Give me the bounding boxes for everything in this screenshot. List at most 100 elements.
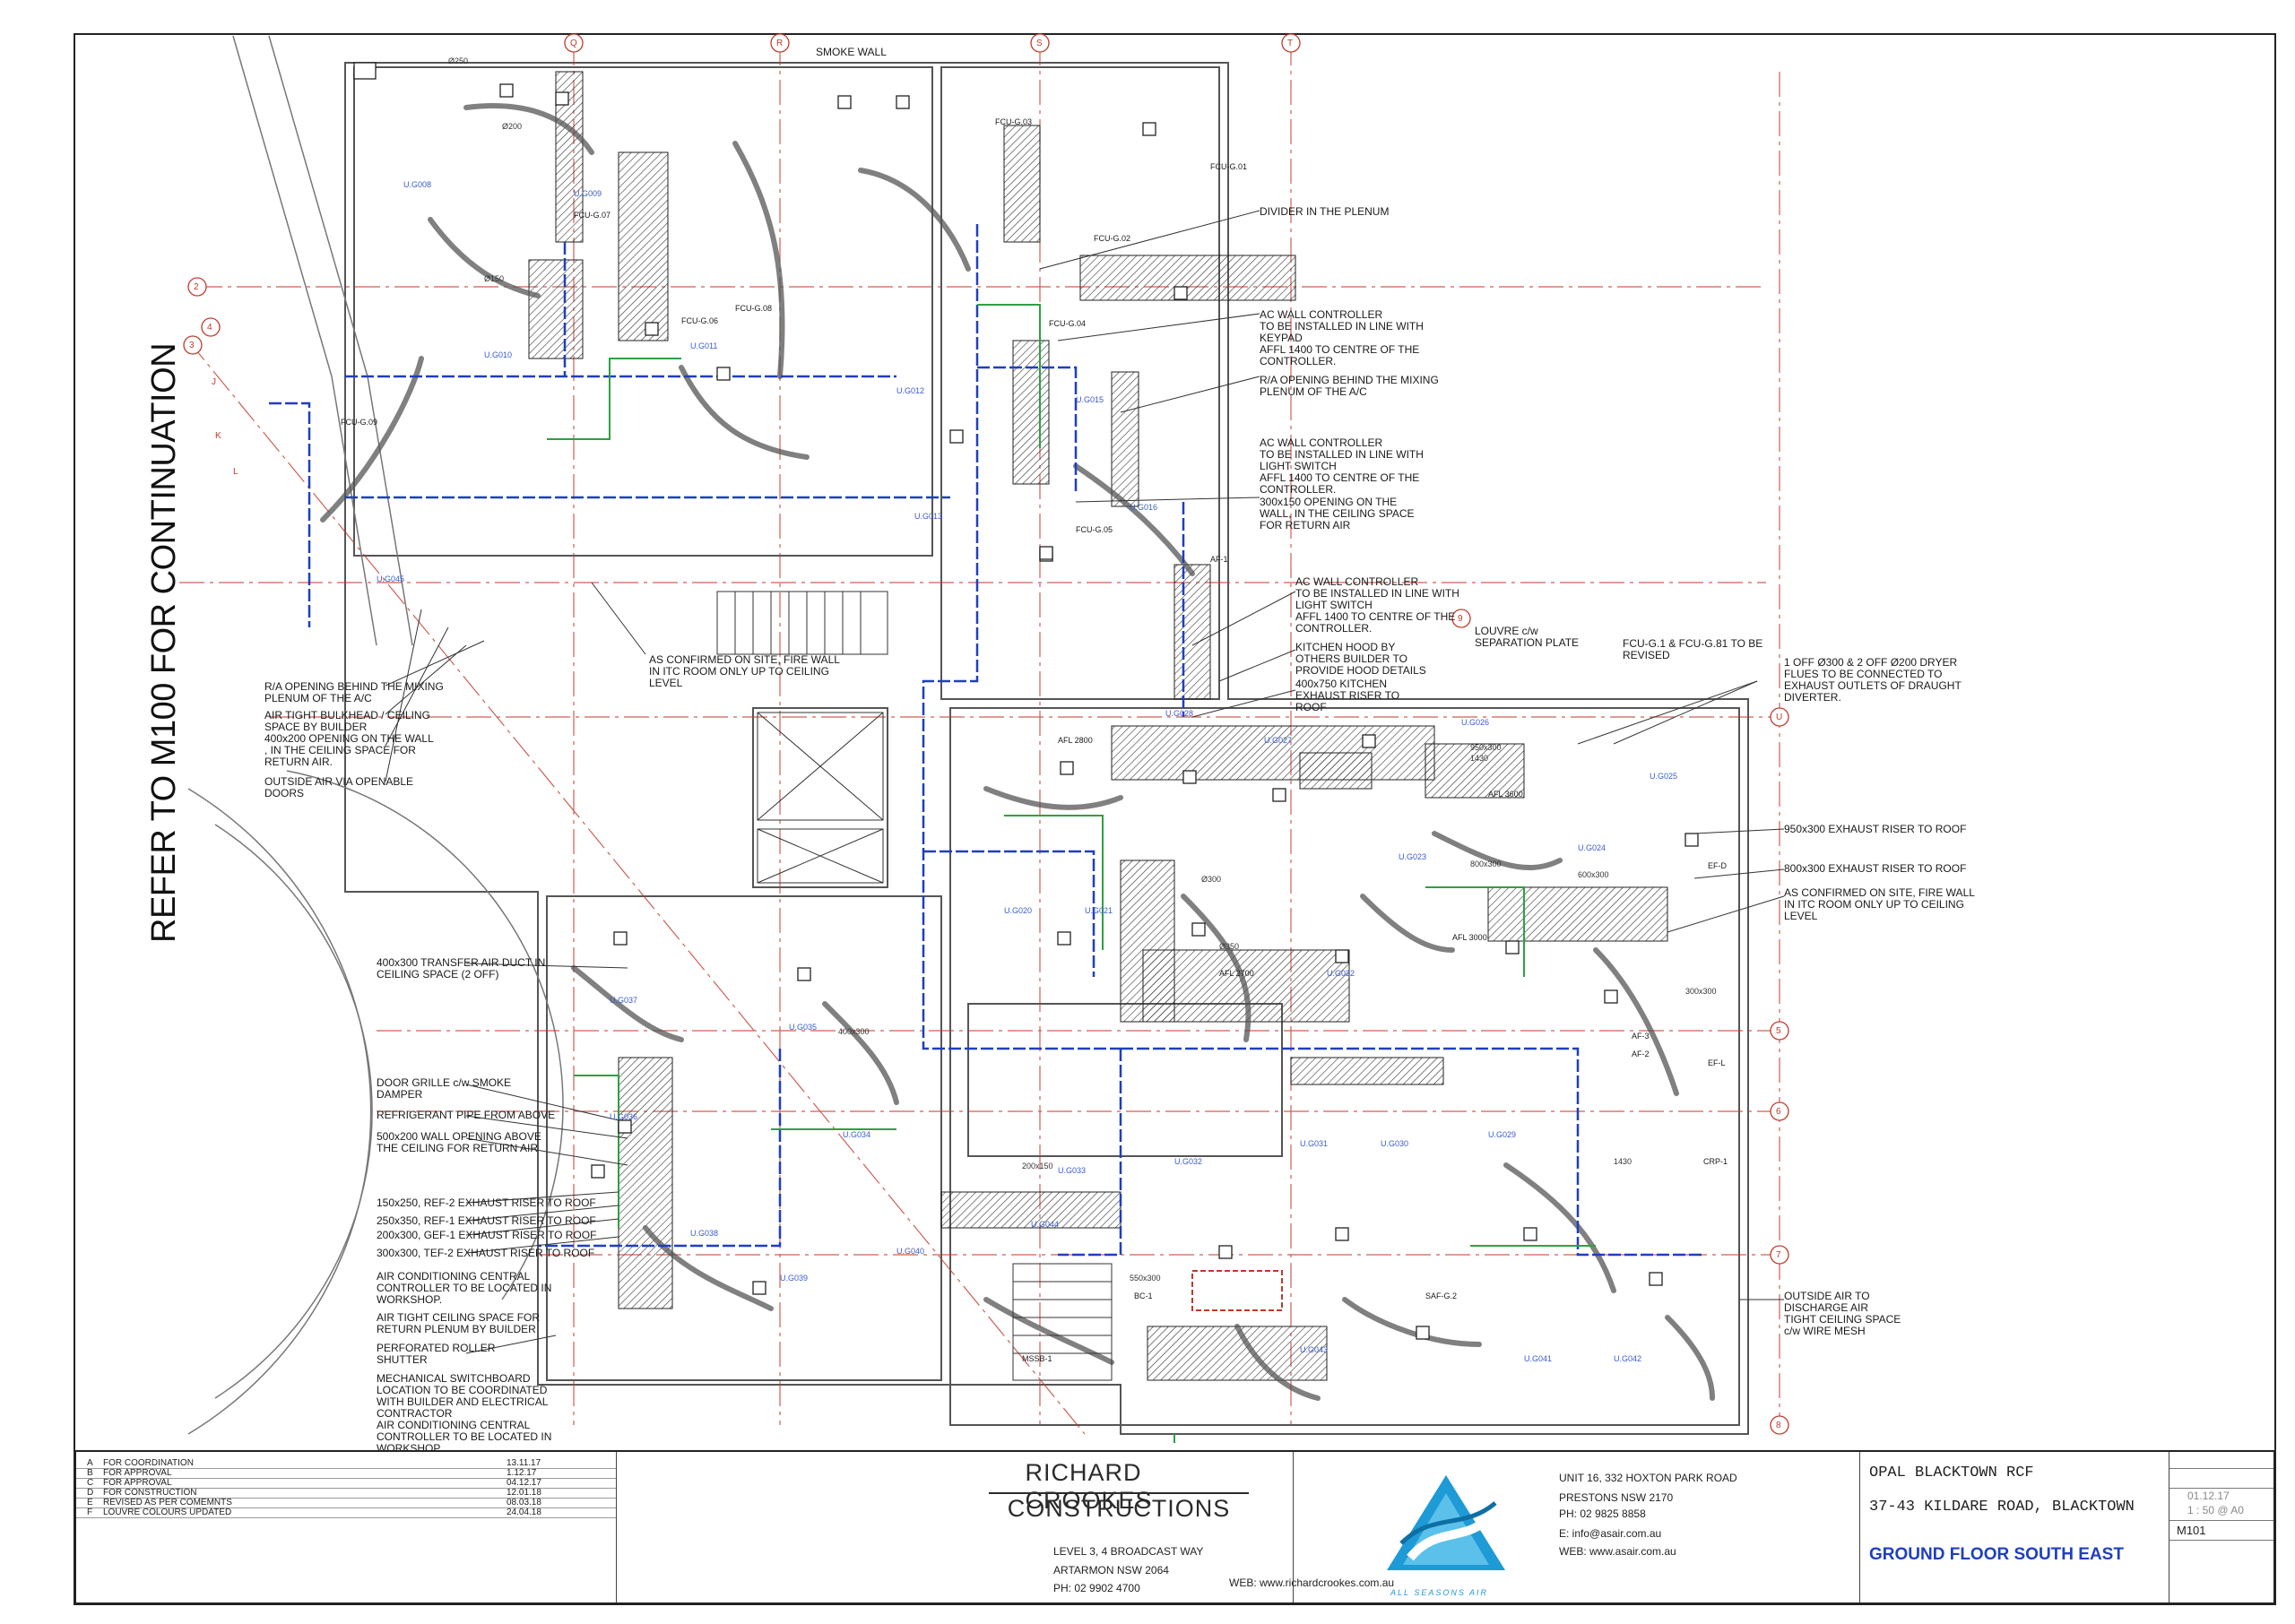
grid-marker: L: [233, 467, 238, 477]
grid-marker: 3: [189, 341, 195, 350]
note-wall-opening-return: 500x200 WALL OPENING ABOVE THE CEILING F…: [377, 1130, 541, 1154]
diffuser-label: 1430: [1470, 754, 1489, 763]
note-fire-wall-middle: AS CONFIRMED ON SITE, FIRE WALL IN ITC R…: [649, 653, 840, 689]
equipment-tag: FCU-G.08: [735, 304, 773, 313]
info-rule-4: [2169, 1540, 2273, 1541]
revision-description: FOR COORDINATION: [103, 1458, 194, 1468]
project-name: OPAL BLACKTOWN RCF: [1869, 1464, 2034, 1481]
note-ref1-riser: 250x350, REF-1 EXHAUST RISER TO ROOF: [377, 1214, 596, 1227]
note-kitchen-hood: KITCHEN HOOD BY OTHERS BUILDER TO PROVID…: [1295, 641, 1426, 677]
grid-marker: 9: [1458, 614, 1463, 624]
room-tag: U.G020: [1004, 906, 1033, 915]
builder-web: WEB: www.richardcrookes.com.au: [1229, 1576, 1395, 1589]
revision-date: 13.11.17: [507, 1458, 541, 1468]
room-tag: U.G030: [1381, 1139, 1409, 1148]
note-divider-plenum: DIVIDER IN THE PLENUM: [1260, 205, 1390, 218]
room-tag: U.G029: [1488, 1130, 1517, 1139]
room-tag: U.G036: [610, 1112, 638, 1121]
info-rule-1: [2169, 1468, 2273, 1469]
room-tag: U.G023: [1399, 852, 1427, 861]
room-tag: U.G039: [780, 1274, 809, 1283]
revision-description: FOR APPROVAL: [103, 1468, 172, 1478]
room-tag: U.G038: [690, 1229, 719, 1238]
room-tag: U.G032: [1174, 1157, 1203, 1166]
builder-address-2: ARTARMON NSW 2064: [1053, 1564, 1169, 1576]
builder-name-rule: [989, 1492, 1249, 1494]
equipment-tag: AF-1: [1210, 555, 1228, 564]
grid-marker: S: [1036, 39, 1043, 48]
revision-date: 04.12.17: [507, 1478, 541, 1488]
sheet-title: GROUND FLOOR SOUTH EAST: [1869, 1545, 2124, 1564]
builder-address-1: LEVEL 3, 4 BROADCAST WAY: [1053, 1545, 1204, 1558]
consultant-address-2: PRESTONS NSW 2170: [1559, 1491, 1674, 1504]
room-tag: U.G040: [896, 1247, 925, 1256]
note-ac-controller-switch-1: AC WALL CONTROLLER TO BE INSTALLED IN LI…: [1260, 436, 1424, 496]
note-kitchen-exhaust-riser: 400x750 KITCHEN EXHAUST RISER TO ROOF: [1295, 678, 1400, 713]
room-tag: U.G031: [1300, 1139, 1329, 1148]
note-dryer-flues: 1 OFF Ø300 & 2 OFF Ø200 DRYER FLUES TO B…: [1784, 656, 1962, 704]
note-louvre: LOUVRE c/w SEPARATION PLATE: [1475, 625, 1580, 649]
equipment-tag: AFL 3000: [1452, 933, 1487, 942]
note-central-controller-1: AIR CONDITIONING CENTRAL CONTROLLER TO B…: [377, 1270, 552, 1306]
equipment-tag: FCU-G.02: [1094, 234, 1131, 243]
revision-letter: C: [87, 1478, 94, 1488]
grid-marker: K: [215, 431, 221, 441]
room-tag: U.G025: [1650, 772, 1678, 781]
note-ra-opening-mixing: R/A OPENING BEHIND THE MIXING PLENUM OF …: [1260, 374, 1439, 398]
grid-marker: 7: [1776, 1250, 1781, 1260]
continuation-note: REFER TO M100 FOR CONTINUATION: [145, 342, 183, 943]
grid-marker: 4: [207, 323, 212, 333]
consultant-address-1: UNIT 16, 332 HOXTON PARK ROAD: [1559, 1472, 1737, 1484]
note-transfer-duct: 400x300 TRANSFER AIR DUCT IN CEILING SPA…: [377, 956, 546, 980]
equipment-tag: FCU-G.03: [995, 117, 1033, 126]
drawing-date: 01.12.17: [2187, 1490, 2230, 1502]
equipment-tag: BC-1: [1134, 1291, 1153, 1300]
note-mech-switchboard: MECHANICAL SWITCHBOARD LOCATION TO BE CO…: [377, 1372, 549, 1420]
room-tag: U.G028: [1165, 709, 1194, 718]
room-tag: U.G008: [403, 180, 432, 189]
room-tag: U.G021: [1085, 906, 1113, 915]
grid-marker: 8: [1776, 1421, 1781, 1430]
revision-date: 12.01.18: [507, 1488, 541, 1498]
room-tag: U.G026: [1461, 718, 1490, 727]
consultant-phone: PH: 02 9825 8858: [1559, 1507, 1646, 1520]
diffuser-label: 200x150: [1022, 1162, 1053, 1170]
diffuser-label: 800x300: [1470, 860, 1502, 868]
consultant-web: WEB: www.asair.com.au: [1559, 1545, 1676, 1558]
diffuser-label: Ø200: [502, 122, 523, 131]
equipment-tag: FCU-G.05: [1076, 525, 1113, 534]
room-tag: U.G045: [377, 574, 405, 583]
room-tag: U.G035: [789, 1023, 818, 1032]
note-800-riser: 800x300 EXHAUST RISER TO ROOF: [1784, 862, 1967, 875]
note-outside-air-discharge: OUTSIDE AIR TO DISCHARGE AIR TIGHT CEILI…: [1784, 1290, 1901, 1337]
project-address: 37-43 KILDARE ROAD, BLACKTOWN: [1869, 1499, 2135, 1516]
equipment-tag: FCU-G.06: [681, 316, 719, 325]
diffuser-label: Ø150: [484, 274, 505, 283]
revision-description: LOUVRE COLOURS UPDATED: [103, 1507, 232, 1517]
room-tag: U.G027: [1264, 736, 1293, 745]
grid-marker: 6: [1776, 1107, 1781, 1117]
info-rule-3: [2169, 1520, 2273, 1521]
consultant-logo-tag: ALL SEASONS AIR: [1390, 1588, 1489, 1597]
equipment-tag: EF-D: [1708, 861, 1727, 870]
note-ra-opening-left: R/A OPENING BEHIND THE MIXING PLENUM OF …: [264, 680, 444, 704]
info-rule-2: [2169, 1488, 2273, 1489]
diffuser-label: 600x300: [1578, 870, 1609, 879]
diffuser-label: 950x300: [1470, 743, 1502, 752]
revision-letter: D: [87, 1488, 94, 1498]
note-roller-shutter: PERFORATED ROLLER SHUTTER: [377, 1342, 496, 1366]
note-return-air-opening: 300x150 OPENING ON THE WALL, IN THE CEIL…: [1260, 496, 1415, 531]
revision-date: 1.12.17: [507, 1468, 537, 1478]
grid-marker: R: [776, 39, 784, 48]
equipment-tag: SAF-G.2: [1425, 1291, 1458, 1300]
drawing-scale: 1 : 50 @ A0: [2187, 1504, 2244, 1516]
note-gef1-riser: 200x300, GEF-1 EXHAUST RISER TO ROOF: [377, 1229, 597, 1241]
equipment-tag: AFL 2700: [1219, 969, 1254, 978]
grid-marker: J: [212, 377, 216, 387]
